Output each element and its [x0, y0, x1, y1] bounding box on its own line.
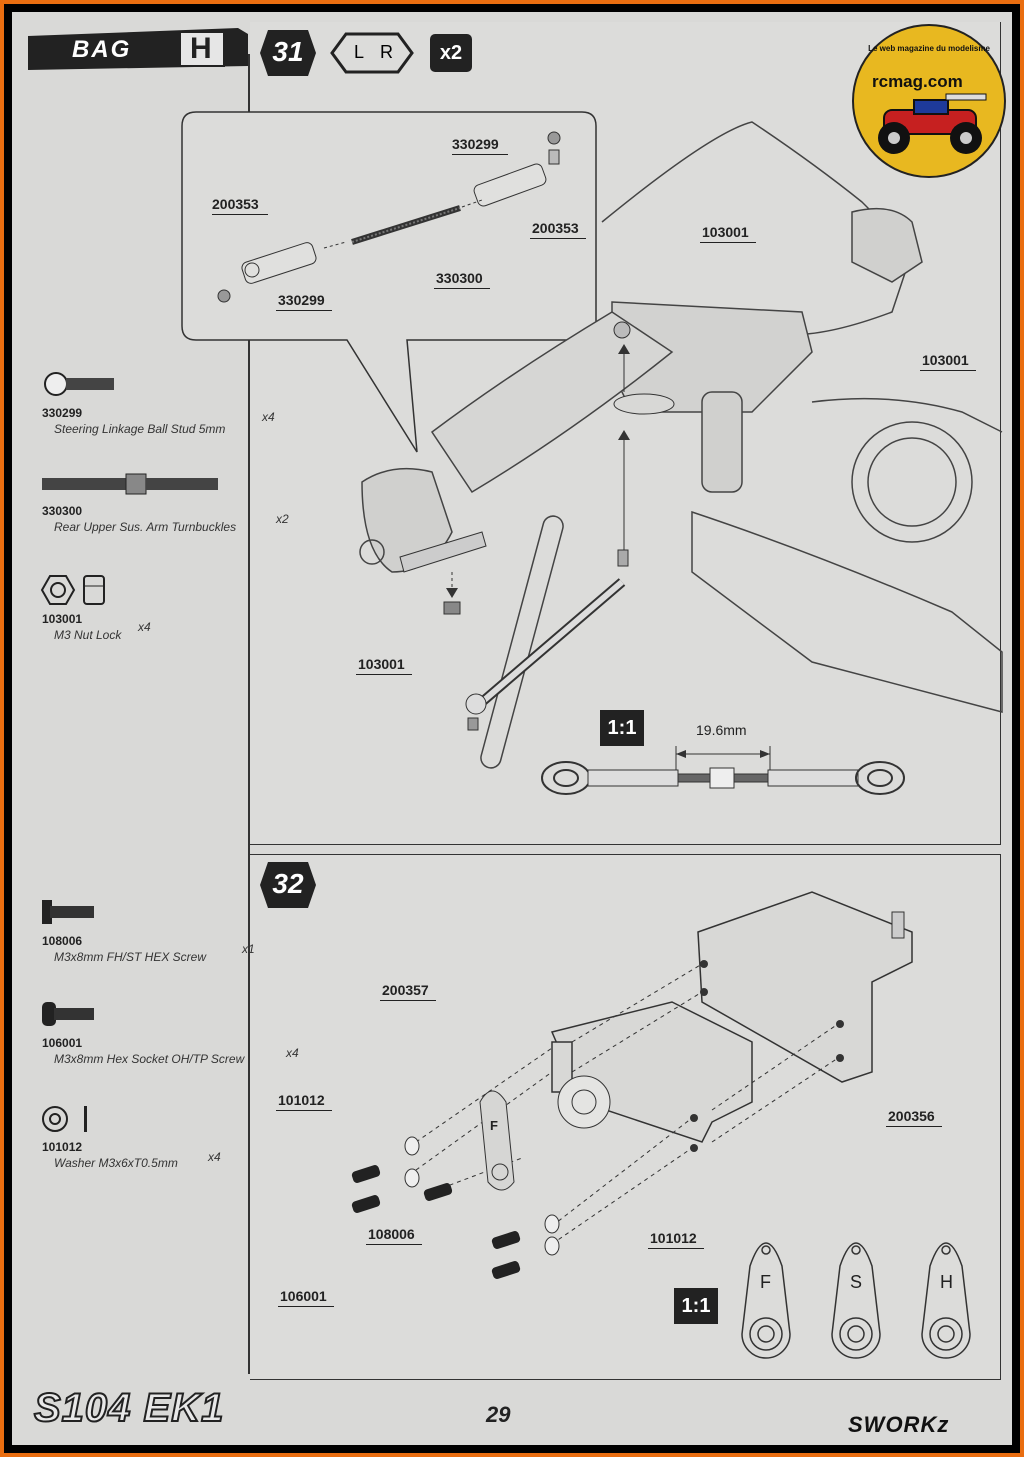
logo-buggy-icon: [878, 93, 987, 154]
part-code-330299: 330299: [42, 406, 83, 420]
callout-line: [276, 1110, 332, 1111]
callout-200357: 200357: [382, 982, 429, 998]
turnbuckle-dimension: 19.6mm: [696, 722, 747, 738]
callout-line: [530, 238, 586, 239]
callout-101012-left: 101012: [278, 1092, 325, 1108]
page-number: 29: [486, 1402, 511, 1427]
part-desc-101012: Washer M3x6xT0.5mm: [54, 1156, 178, 1170]
part-desc-106001: M3x8mm Hex Socket OH/TP Screw: [54, 1052, 245, 1066]
rcmag-logo: Le web magazine du modelisme rcmag.com: [852, 24, 1006, 178]
callout-200353-right: 200353: [532, 220, 579, 236]
logo-arc-text: Le web magazine du modelisme: [868, 44, 990, 53]
turnbuckle-rod-icon: [42, 473, 218, 495]
socket-head-screw-icon: [42, 1002, 94, 1026]
callout-line: [886, 1126, 942, 1127]
part-qty-108006: x1: [242, 942, 255, 956]
callout-106001: 106001: [280, 1288, 327, 1304]
callout-line: [366, 1244, 422, 1245]
photo-frame: BAG H 31 L R x2 Le web magazine du model…: [4, 4, 1020, 1453]
step-32-number: 32: [260, 862, 316, 908]
callout-line: [278, 1306, 334, 1307]
washer-icon: [42, 1106, 87, 1132]
lock-nut-icon: [40, 575, 105, 605]
callout-330299-top: 330299: [452, 136, 499, 152]
part-desc-103001: M3 Nut Lock: [54, 628, 122, 642]
bag-letter: H: [190, 32, 212, 65]
part-qty-106001: x4: [286, 1046, 299, 1060]
part-code-330300: 330300: [42, 504, 83, 518]
part-qty-101012: x4: [208, 1150, 221, 1164]
logo-name: rcmag.com: [872, 72, 963, 91]
callout-103001-top: 103001: [702, 224, 749, 240]
step-31-number: 31: [260, 30, 316, 76]
part-qty-330299: x4: [262, 410, 275, 424]
callout-line: [276, 310, 332, 311]
servo-horns-1to1-drawing: [741, 1242, 971, 1359]
step-31-drawing: [181, 111, 1003, 769]
manual-page: BAG H 31 L R x2 Le web magazine du model…: [12, 12, 1012, 1445]
callout-line: [380, 1000, 436, 1001]
step-32-drawing: [351, 891, 913, 1279]
left-right-indicator: L R: [330, 32, 414, 74]
callout-200356: 200356: [888, 1108, 935, 1124]
part-code-108006: 108006: [42, 934, 83, 948]
quantity-multiplier-badge: x2: [430, 34, 472, 72]
scale-badge-step-32: 1:1: [674, 1288, 718, 1324]
bag-label: BAG: [72, 36, 132, 63]
part-code-103001: 103001: [42, 612, 83, 626]
column-divider: [248, 54, 250, 1374]
part-code-106001: 106001: [42, 1036, 83, 1050]
bag-banner-shape: [28, 28, 248, 70]
callout-line: [356, 674, 412, 675]
callout-103001-right: 103001: [922, 352, 969, 368]
callout-line: [452, 154, 508, 155]
part-desc-108006: M3x8mm FH/ST HEX Screw: [54, 950, 207, 964]
callout-line: [700, 242, 756, 243]
part-qty-103001: x4: [138, 620, 151, 634]
callout-line: [920, 370, 976, 371]
part-code-101012: 101012: [42, 1140, 83, 1154]
callout-line: [434, 288, 490, 289]
scale-badge-step-31: 1:1: [600, 710, 644, 746]
callout-108006: 108006: [368, 1226, 415, 1242]
model-logo: S104 EK1: [33, 1385, 225, 1431]
callout-200353-left: 200353: [212, 196, 259, 212]
part-desc-330300: Rear Upper Sus. Arm Turnbuckles: [54, 520, 237, 534]
horn-letter-on-part: F: [490, 1118, 498, 1133]
ball-stud-icon: [44, 372, 114, 396]
callout-101012-right: 101012: [650, 1230, 697, 1246]
flat-head-screw-icon: [42, 900, 94, 924]
part-desc-330299: Steering Linkage Ball Stud 5mm: [54, 422, 226, 436]
part-qty-330300: x2: [276, 512, 289, 526]
turnbuckle-1to1-drawing: [541, 746, 905, 795]
callout-line: [648, 1248, 704, 1249]
horn-label-h: H: [940, 1272, 953, 1292]
callout-330300: 330300: [436, 270, 483, 286]
callout-103001-left: 103001: [358, 656, 405, 672]
sworkz-brand-logo: SWORKz: [848, 1412, 950, 1437]
bag-banner: BAG H: [28, 28, 248, 70]
callout-line: [212, 214, 268, 215]
horn-label-f: F: [760, 1272, 771, 1292]
callout-330299-bottom: 330299: [278, 292, 325, 308]
horn-label-s: S: [850, 1272, 863, 1292]
